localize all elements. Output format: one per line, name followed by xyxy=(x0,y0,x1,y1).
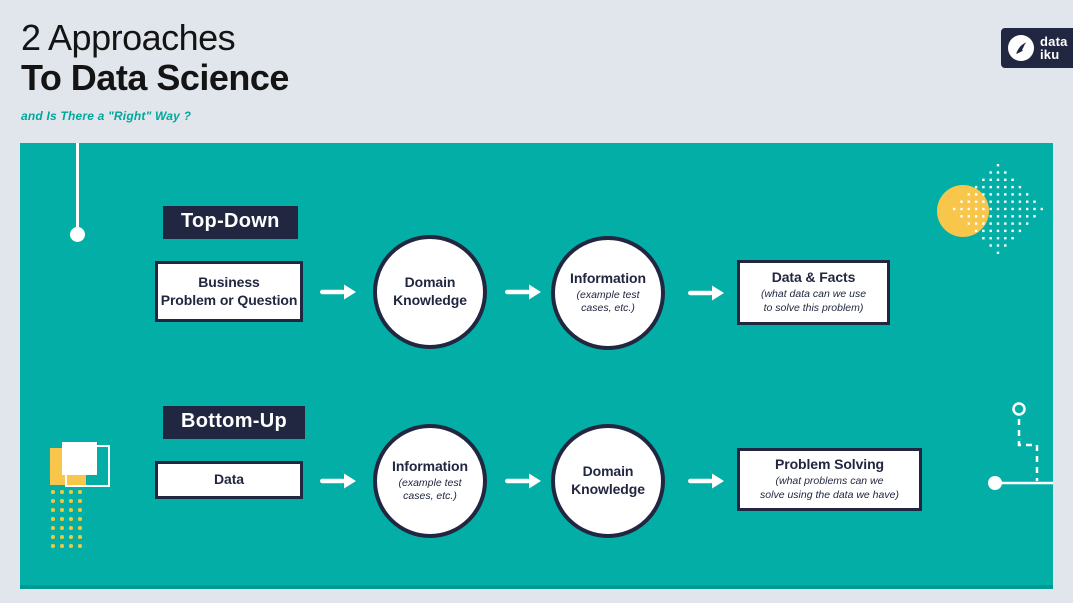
arrow-right-icon xyxy=(320,283,356,301)
dataiku-logo: data iku xyxy=(1001,28,1073,68)
title-line-2: To Data Science xyxy=(21,57,289,99)
node-title: Domain Knowledge xyxy=(393,274,467,308)
panel-bottom-edge xyxy=(20,585,1053,589)
node-subtitle: (what data can we use to solve this prob… xyxy=(760,288,867,314)
yellow-circle-decoration xyxy=(937,185,989,237)
node-subtitle: (example test cases, etc.) xyxy=(576,288,640,315)
arrow-right-icon xyxy=(688,472,724,490)
dot-grid-decoration xyxy=(51,490,91,550)
node-information-bottom: Information (example test cases, etc.) xyxy=(373,424,487,538)
diagram-panel: Top-Down Business Problem or Question Do… xyxy=(20,143,1053,589)
node-data-and-facts: Data & Facts (what data can we use to so… xyxy=(737,260,890,325)
node-subtitle: (example test cases, etc.) xyxy=(398,476,462,503)
node-information-top: Information (example test cases, etc.) xyxy=(551,236,665,350)
logo-text-line1: data xyxy=(1040,34,1068,49)
white-square-decoration xyxy=(62,442,97,475)
flow-label-top-down: Top-Down xyxy=(163,206,298,239)
node-title: Business Problem or Question xyxy=(160,273,298,308)
logo-text-line2: iku xyxy=(1040,47,1060,62)
node-data: Data xyxy=(155,461,303,499)
diamond-dots-decoration xyxy=(953,164,1043,254)
arrow-right-icon xyxy=(320,472,356,490)
node-title: Information xyxy=(570,269,646,286)
arrow-right-icon xyxy=(505,472,541,490)
page-subtitle: and Is There a "Right" Way ? xyxy=(21,108,192,123)
dataiku-logo-text: data iku xyxy=(1040,35,1068,61)
node-title: Information xyxy=(392,457,468,474)
title-line-1: 2 Approaches xyxy=(21,17,236,58)
node-domain-knowledge-top: Domain Knowledge xyxy=(373,235,487,349)
node-subtitle: (what problems can we solve using the da… xyxy=(760,475,899,501)
node-business-problem: Business Problem or Question xyxy=(155,261,303,322)
flow-label-bottom-up: Bottom-Up xyxy=(163,406,306,439)
node-title: Data & Facts xyxy=(771,269,856,286)
node-title: Domain Knowledge xyxy=(571,463,645,497)
arrow-right-icon xyxy=(505,283,541,301)
node-title: Data xyxy=(214,471,244,488)
page-header: 2 Approaches To Data Science and Is Ther… xyxy=(21,17,289,123)
node-problem-solving: Problem Solving (what problems can we so… xyxy=(737,448,922,511)
line-end-dot-decoration xyxy=(70,227,85,242)
dataiku-bird-icon xyxy=(1008,35,1034,61)
vertical-line-decoration xyxy=(76,143,79,228)
node-domain-knowledge-bottom: Domain Knowledge xyxy=(551,424,665,538)
arrow-right-icon xyxy=(688,284,724,302)
node-title: Problem Solving xyxy=(775,456,884,473)
dashed-route-decoration xyxy=(988,402,1053,490)
